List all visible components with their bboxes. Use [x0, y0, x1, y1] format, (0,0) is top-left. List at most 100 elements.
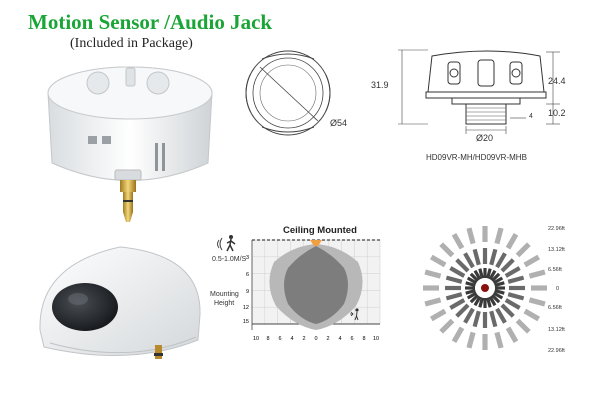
x-tick: 2: [302, 336, 305, 342]
pattern-rays: [423, 226, 547, 350]
y-tick: 9: [246, 289, 249, 295]
pattern-segment: [466, 227, 476, 245]
pattern-segment: [494, 281, 505, 287]
pattern-segment: [495, 252, 507, 269]
pattern-segment: [439, 318, 455, 334]
sensor-photo-top: [47, 66, 213, 222]
detection-zone-chart: 3 6 9 12 15 10 8 6 4 2 0 2 4 6 8 10: [243, 239, 381, 342]
speed-label: 0.5-1.0M/S: [212, 256, 247, 263]
pattern-segment: [494, 289, 505, 295]
pattern-segment: [488, 295, 497, 307]
pattern-segment: [466, 331, 476, 349]
pattern-segment: [489, 310, 498, 328]
pattern-segment: [492, 291, 504, 300]
detection-pattern-radial: [423, 226, 547, 350]
pattern-segment: [490, 293, 501, 304]
pattern-segment: [505, 233, 519, 250]
pattern-segment: [500, 258, 515, 273]
x-tick: 2: [326, 336, 329, 342]
dim-thread-diameter-label: Ø20: [476, 133, 494, 143]
pattern-segment: [430, 254, 447, 268]
dim-height-body-label: 24.4: [548, 76, 566, 86]
dim-thread-pitch-label: 4: [529, 113, 533, 120]
ring-label: 6.56ft: [548, 305, 562, 311]
x-tick: 6: [350, 336, 353, 342]
model-number: HD09VR-MH/HD09VR-MHB: [426, 153, 527, 162]
pattern-segment: [445, 292, 463, 301]
ring-center-label: 0: [556, 286, 560, 292]
pattern-segment: [455, 258, 470, 273]
pattern-segment: [486, 297, 492, 308]
pattern-segment: [504, 266, 521, 278]
pattern-segment: [424, 269, 442, 279]
pattern-segment: [472, 248, 481, 266]
y-tick: 15: [243, 319, 249, 325]
pattern-segment: [528, 269, 546, 279]
pattern-segment: [465, 289, 476, 295]
pattern-segment: [486, 268, 492, 279]
pattern-segment: [507, 292, 525, 301]
side-view-drawing: [398, 49, 560, 134]
ring-label: 22.96ft: [548, 348, 565, 354]
pattern-segment: [473, 295, 482, 307]
pattern-segment: [507, 275, 525, 284]
x-tick: 0: [314, 336, 317, 342]
pattern-segment: [465, 281, 476, 287]
pattern-segment: [463, 252, 475, 269]
pattern-segment: [463, 307, 475, 324]
pattern-segment: [445, 275, 463, 284]
y-tick: 12: [243, 305, 249, 311]
sensor-photo-bottom: [39, 246, 201, 359]
pattern-segment: [451, 233, 465, 250]
gold-audio-jack-icon: [120, 180, 136, 222]
pattern-segment: [449, 298, 466, 310]
pattern-segment: [504, 298, 521, 310]
pattern-segment: [490, 272, 501, 283]
detection-chart-title: Ceiling Mounted: [283, 225, 357, 236]
pattern-segment: [515, 242, 531, 258]
x-tick: 8: [266, 336, 269, 342]
mounting-label-line2: Height: [214, 300, 235, 307]
ring-label: 22.96ft: [548, 226, 565, 232]
dim-height-total-label: 31.9: [371, 80, 389, 90]
pattern-segment: [451, 326, 465, 343]
pattern-segment: [455, 303, 470, 318]
ring-label: 13.12ft: [548, 247, 565, 253]
pattern-segment: [424, 297, 442, 307]
x-tick: 10: [253, 336, 259, 342]
pattern-segment: [523, 308, 540, 322]
pattern-segment: [439, 242, 455, 258]
ring-label: 13.12ft: [548, 327, 565, 333]
pattern-segment: [466, 291, 478, 300]
x-tick: 10: [373, 336, 379, 342]
pattern-segment: [494, 227, 504, 245]
page-title: Motion Sensor /Audio Jack: [28, 10, 273, 34]
x-tick: 6: [278, 336, 281, 342]
pattern-segment: [489, 248, 498, 266]
x-tick: 8: [362, 336, 365, 342]
pattern-segment: [528, 297, 546, 307]
pattern-segment: [500, 303, 515, 318]
pattern-segment: [492, 276, 504, 285]
pattern-segment: [478, 297, 484, 308]
pattern-segment: [488, 269, 497, 281]
walking-person-icon: [217, 235, 236, 252]
top-view-drawing: [245, 50, 331, 136]
pattern-segment: [523, 254, 540, 268]
pattern-segment: [473, 269, 482, 281]
x-tick: 4: [290, 336, 293, 342]
page-subtitle: (Included in Package): [70, 36, 193, 51]
y-tick: 6: [246, 272, 249, 278]
pattern-segment: [495, 307, 507, 324]
dim-height-thread-label: 10.2: [548, 108, 566, 118]
mounting-label-line1: Mounting: [210, 291, 239, 298]
pattern-segment: [515, 318, 531, 334]
pattern-segment: [472, 310, 481, 328]
pattern-segment: [466, 276, 478, 285]
pattern-segment: [505, 326, 519, 343]
pattern-segment: [478, 268, 484, 279]
dim-diameter-label: Ø54: [330, 118, 348, 128]
pattern-segment: [494, 331, 504, 349]
pattern-segment: [449, 266, 466, 278]
ring-label: 6.56ft: [548, 267, 562, 273]
